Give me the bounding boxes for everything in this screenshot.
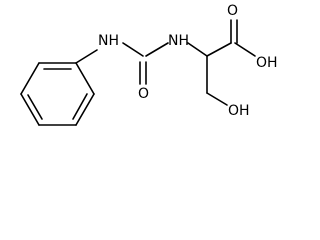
chemical-structure: NH NH O O OH OH [20, 3, 278, 126]
bond-carbonyl-to-nh [145, 42, 169, 57]
bond-alpha-to-carboxyl [206, 42, 232, 57]
bond-carboxyl-c-oh [234, 42, 256, 57]
bond-ring-to-nh [75, 49, 98, 64]
atom-label-carbonyl-o: O [138, 86, 149, 102]
ring-bond [20, 62, 40, 95]
bond-nh-to-alpha [187, 42, 208, 57]
bond-ch2-to-oh [206, 92, 228, 106]
ring-double-bond [27, 94, 43, 120]
atom-label-nh-right: NH [168, 33, 189, 49]
ring-bond [20, 93, 40, 126]
atom-label-alcohol-oh: OH [228, 103, 250, 119]
ring-bond [75, 93, 95, 126]
phenyl-ring [20, 62, 95, 126]
ring-double-bond [72, 93, 88, 120]
atom-label-acid-o: O [227, 3, 238, 19]
atom-label-nh-left: NH [98, 33, 119, 49]
bond-nh-to-carbonyl [122, 42, 144, 57]
atom-label-acid-oh: OH [256, 55, 278, 71]
ring-bond [75, 62, 95, 95]
